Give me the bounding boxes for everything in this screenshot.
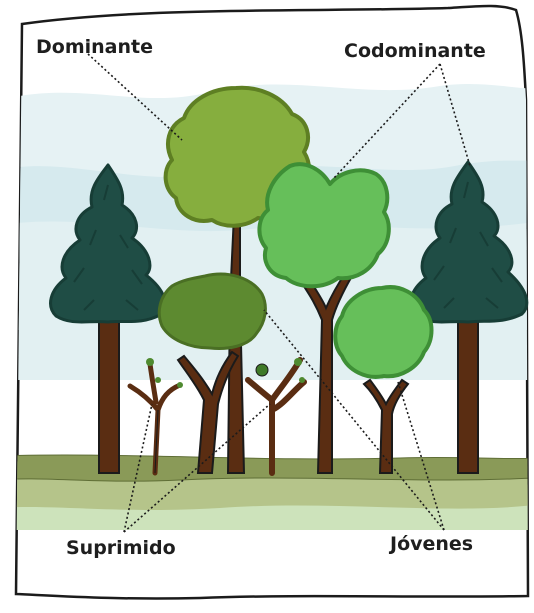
intermediate-tree [157, 272, 267, 474]
label-codominant: Codominante [344, 40, 486, 62]
ground-top [16, 454, 528, 482]
suppressed-tree-center [245, 357, 307, 476]
codominant-tree-center [257, 162, 391, 474]
young-tree [333, 285, 434, 474]
leader-lines [87, 53, 471, 533]
label-suppressed: Suprimido [66, 537, 176, 559]
label-young: Jóvenes [390, 533, 474, 555]
suppressed-tree-left [127, 358, 183, 476]
label-dominant: Dominante [36, 36, 153, 58]
left-conifer [49, 163, 167, 474]
right-conifer [409, 160, 529, 474]
